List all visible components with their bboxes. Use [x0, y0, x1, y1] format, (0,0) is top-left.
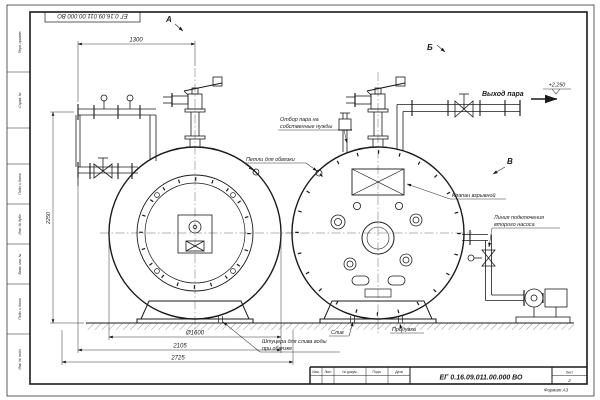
- shell-nozzles: [330, 201, 423, 298]
- tb-sheet-value: 2: [567, 378, 571, 383]
- stamp-vzam-inv: Взам. инв. №: [18, 253, 22, 274]
- callout-own-needs-line2: собственные нужды: [280, 124, 332, 130]
- door-lock-fixture: [177, 214, 213, 254]
- callout-drain: Слив: [331, 330, 344, 336]
- dim-2250: 2250: [46, 212, 52, 225]
- safety-valve-front: [162, 76, 223, 148]
- stamp-podp-data-2: Подп. и дата: [18, 298, 22, 319]
- callout-labels: Отбор пара на собственные нужды Петли дл…: [246, 117, 544, 352]
- steam-outlet-callout: Выход пара +2,250: [482, 83, 571, 104]
- dim-1600: Ø1600: [185, 331, 205, 337]
- dimension-labels: 1300 2250 Ø1600 2105 2725: [46, 38, 205, 362]
- title-block-text: Изм. Лист № докум. Подп. Дата ЕГ 0.16.09…: [312, 370, 573, 383]
- dim-2105: 2105: [172, 344, 187, 350]
- callout-drain-fittings-line1: Штуцера для слива воды: [262, 339, 327, 345]
- tb-col-sign: Подп.: [372, 370, 381, 374]
- gauge-manifold: [75, 94, 157, 186]
- dim-2725: 2725: [170, 356, 185, 362]
- support-saddle-rear: [319, 300, 437, 324]
- boiler-rear-view: [285, 72, 571, 334]
- top-stamp-text: ЕГ 0.16.09.011.00.000 ВО: [57, 12, 128, 18]
- format-label: Формат А3: [544, 388, 569, 393]
- centerlines-rear: [285, 72, 472, 334]
- tb-col-izm: Изм.: [312, 370, 319, 374]
- stamp-sprav: Справ. №: [18, 92, 22, 108]
- manhole: [361, 221, 395, 255]
- dimension-lines: [50, 41, 294, 365]
- callout-pump-line-line1: Линия подключения: [493, 215, 544, 221]
- lifting-lug-rear: [315, 169, 323, 177]
- view-label-v: В: [507, 157, 513, 166]
- dim-1300: 1300: [129, 38, 143, 44]
- callout-own-needs-line1: Отбор пара на: [280, 117, 319, 123]
- centerlines-front: [100, 68, 292, 334]
- left-stamp-labels: Перв. примен. Справ. № Подп. и дата Инв.…: [18, 31, 22, 370]
- boiler-front-view: [75, 68, 292, 334]
- support-saddle-front: [136, 300, 254, 324]
- own-needs-nozzle: [338, 112, 352, 152]
- steam-outlet-pipe: [396, 93, 521, 150]
- view-label-b: Б: [427, 43, 433, 52]
- tb-col-date: Дата: [395, 370, 403, 374]
- title-block: [309, 366, 587, 384]
- view-label-a: А: [165, 15, 172, 24]
- stamp-inv-podl: Инв. № подл.: [18, 348, 22, 369]
- tb-col-doc: № докум.: [343, 370, 358, 374]
- door-bolt-ring: [139, 177, 251, 289]
- door-inner: [144, 182, 246, 284]
- rim-bolt-ring: [295, 150, 461, 316]
- callout-lifting-lugs: Петли для обвязки: [246, 157, 295, 163]
- pump-connection-pipe: [462, 230, 524, 301]
- lifting-lug-front: [252, 168, 260, 176]
- top-stamp: ЕГ 0.16.09.011.00.000 ВО: [44, 11, 141, 23]
- tb-doc-number: ЕГ 0.16.09.011.00.000 ВО: [440, 375, 524, 382]
- door-outer: [136, 174, 254, 292]
- steam-outlet-label: Выход пара: [482, 90, 524, 98]
- ground: [86, 322, 574, 330]
- left-stamp-column: [7, 71, 30, 335]
- sheet-frame: [6, 4, 595, 397]
- tb-col-list: Лист: [324, 370, 332, 374]
- stamp-podp-data-1: Подп. и дата: [18, 173, 22, 194]
- callout-drain-fittings-line2: при обвязке: [262, 346, 292, 352]
- callout-blowdown: Продувка: [392, 327, 416, 333]
- stamp-inv-dubl: Инв. № дубл.: [18, 214, 22, 235]
- callout-pump-line-line2: второго насоса: [494, 222, 535, 228]
- elevation-label: +2,250: [549, 83, 566, 89]
- callout-explosion-valve: Клапан взрывной: [452, 192, 496, 199]
- callout-lines: [222, 129, 560, 353]
- safety-valve-rear: [345, 76, 406, 148]
- view-labels: А Б В: [165, 15, 513, 175]
- tb-sheet-label: Лист: [566, 371, 574, 375]
- stamp-perv-primen: Перв. примен.: [18, 31, 22, 54]
- feed-pump: [515, 288, 571, 324]
- elevation-mark: [551, 88, 561, 95]
- explosion-valve-hatch: [351, 168, 405, 196]
